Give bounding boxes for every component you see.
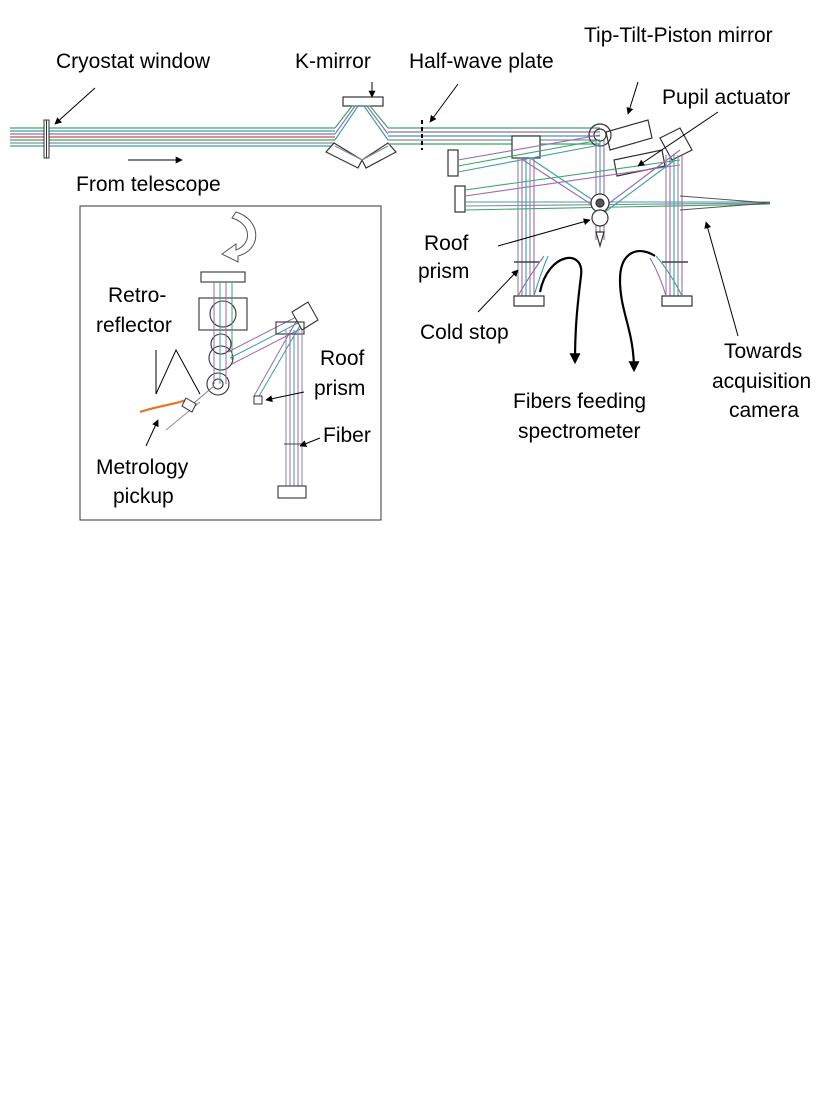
- k-mirror-beams: [334, 105, 389, 161]
- inset-retro-beams: [213, 282, 233, 384]
- inset-roof-prism: [253, 395, 263, 405]
- label-pupil-actuator: Pupil actuator: [662, 86, 790, 109]
- inset-label-fiber: Fiber: [323, 424, 371, 447]
- inset-vertical-beams: [284, 330, 304, 486]
- fibers-arrows: [538, 250, 656, 373]
- roof-prism-main: [590, 193, 610, 249]
- rotation-arrow-icon: [221, 211, 257, 263]
- label-cryostat-window: Cryostat window: [56, 50, 211, 73]
- beam-fan-main: [457, 134, 771, 213]
- inset-label-roof-prism-2: prism: [314, 377, 365, 400]
- label-fibers-2: spectrometer: [518, 420, 641, 443]
- inset-label-retro-1: Retro-: [108, 284, 166, 307]
- label-towards-3: camera: [729, 399, 799, 422]
- vertical-beams: [517, 140, 683, 296]
- inset-panel: Retro- reflector Roof prism Fiber Metrol…: [79, 205, 382, 521]
- label-half-wave-plate: Half-wave plate: [409, 50, 554, 73]
- retro-callout: [155, 348, 201, 395]
- label-fibers-1: Fibers feeding: [513, 390, 646, 413]
- label-towards-2: acquisition: [712, 370, 811, 393]
- acquisition-beam-cone: [679, 195, 771, 211]
- fiber-feed-beams: [517, 255, 683, 297]
- label-roof-prism-main-2: prism: [418, 260, 469, 283]
- label-k-mirror: K-mirror: [295, 50, 371, 73]
- label-roof-prism-main-1: Roof: [424, 232, 469, 255]
- retro-reflector-assembly: [198, 271, 248, 396]
- label-from-telescope: From telescope: [76, 173, 221, 196]
- label-towards-1: Towards: [724, 340, 802, 363]
- label-tip-tilt-piston-mirror: Tip-Tilt-Piston mirror: [584, 24, 773, 47]
- inset-fold-mirror: [275, 301, 319, 335]
- beam-to-tip-tilt: [388, 127, 600, 145]
- inset-pointers: [145, 391, 321, 447]
- input-beam-bundle: [10, 127, 335, 147]
- cryostat-window: [43, 119, 50, 159]
- inset-fiber-mount: [277, 485, 307, 499]
- inset-label-retro-2: reflector: [96, 314, 172, 337]
- fiber-feed-mirrors: [513, 295, 693, 307]
- inset-label-metrology-2: pickup: [113, 485, 174, 508]
- annotation-pointers: [54, 81, 739, 337]
- inset-label-metrology-1: Metrology: [96, 456, 189, 479]
- inset-label-roof-prism-1: Roof: [320, 347, 365, 370]
- label-cold-stop: Cold stop: [420, 321, 509, 344]
- metrology-fiber: [139, 398, 187, 414]
- metrology-pickup-optic: [181, 397, 197, 413]
